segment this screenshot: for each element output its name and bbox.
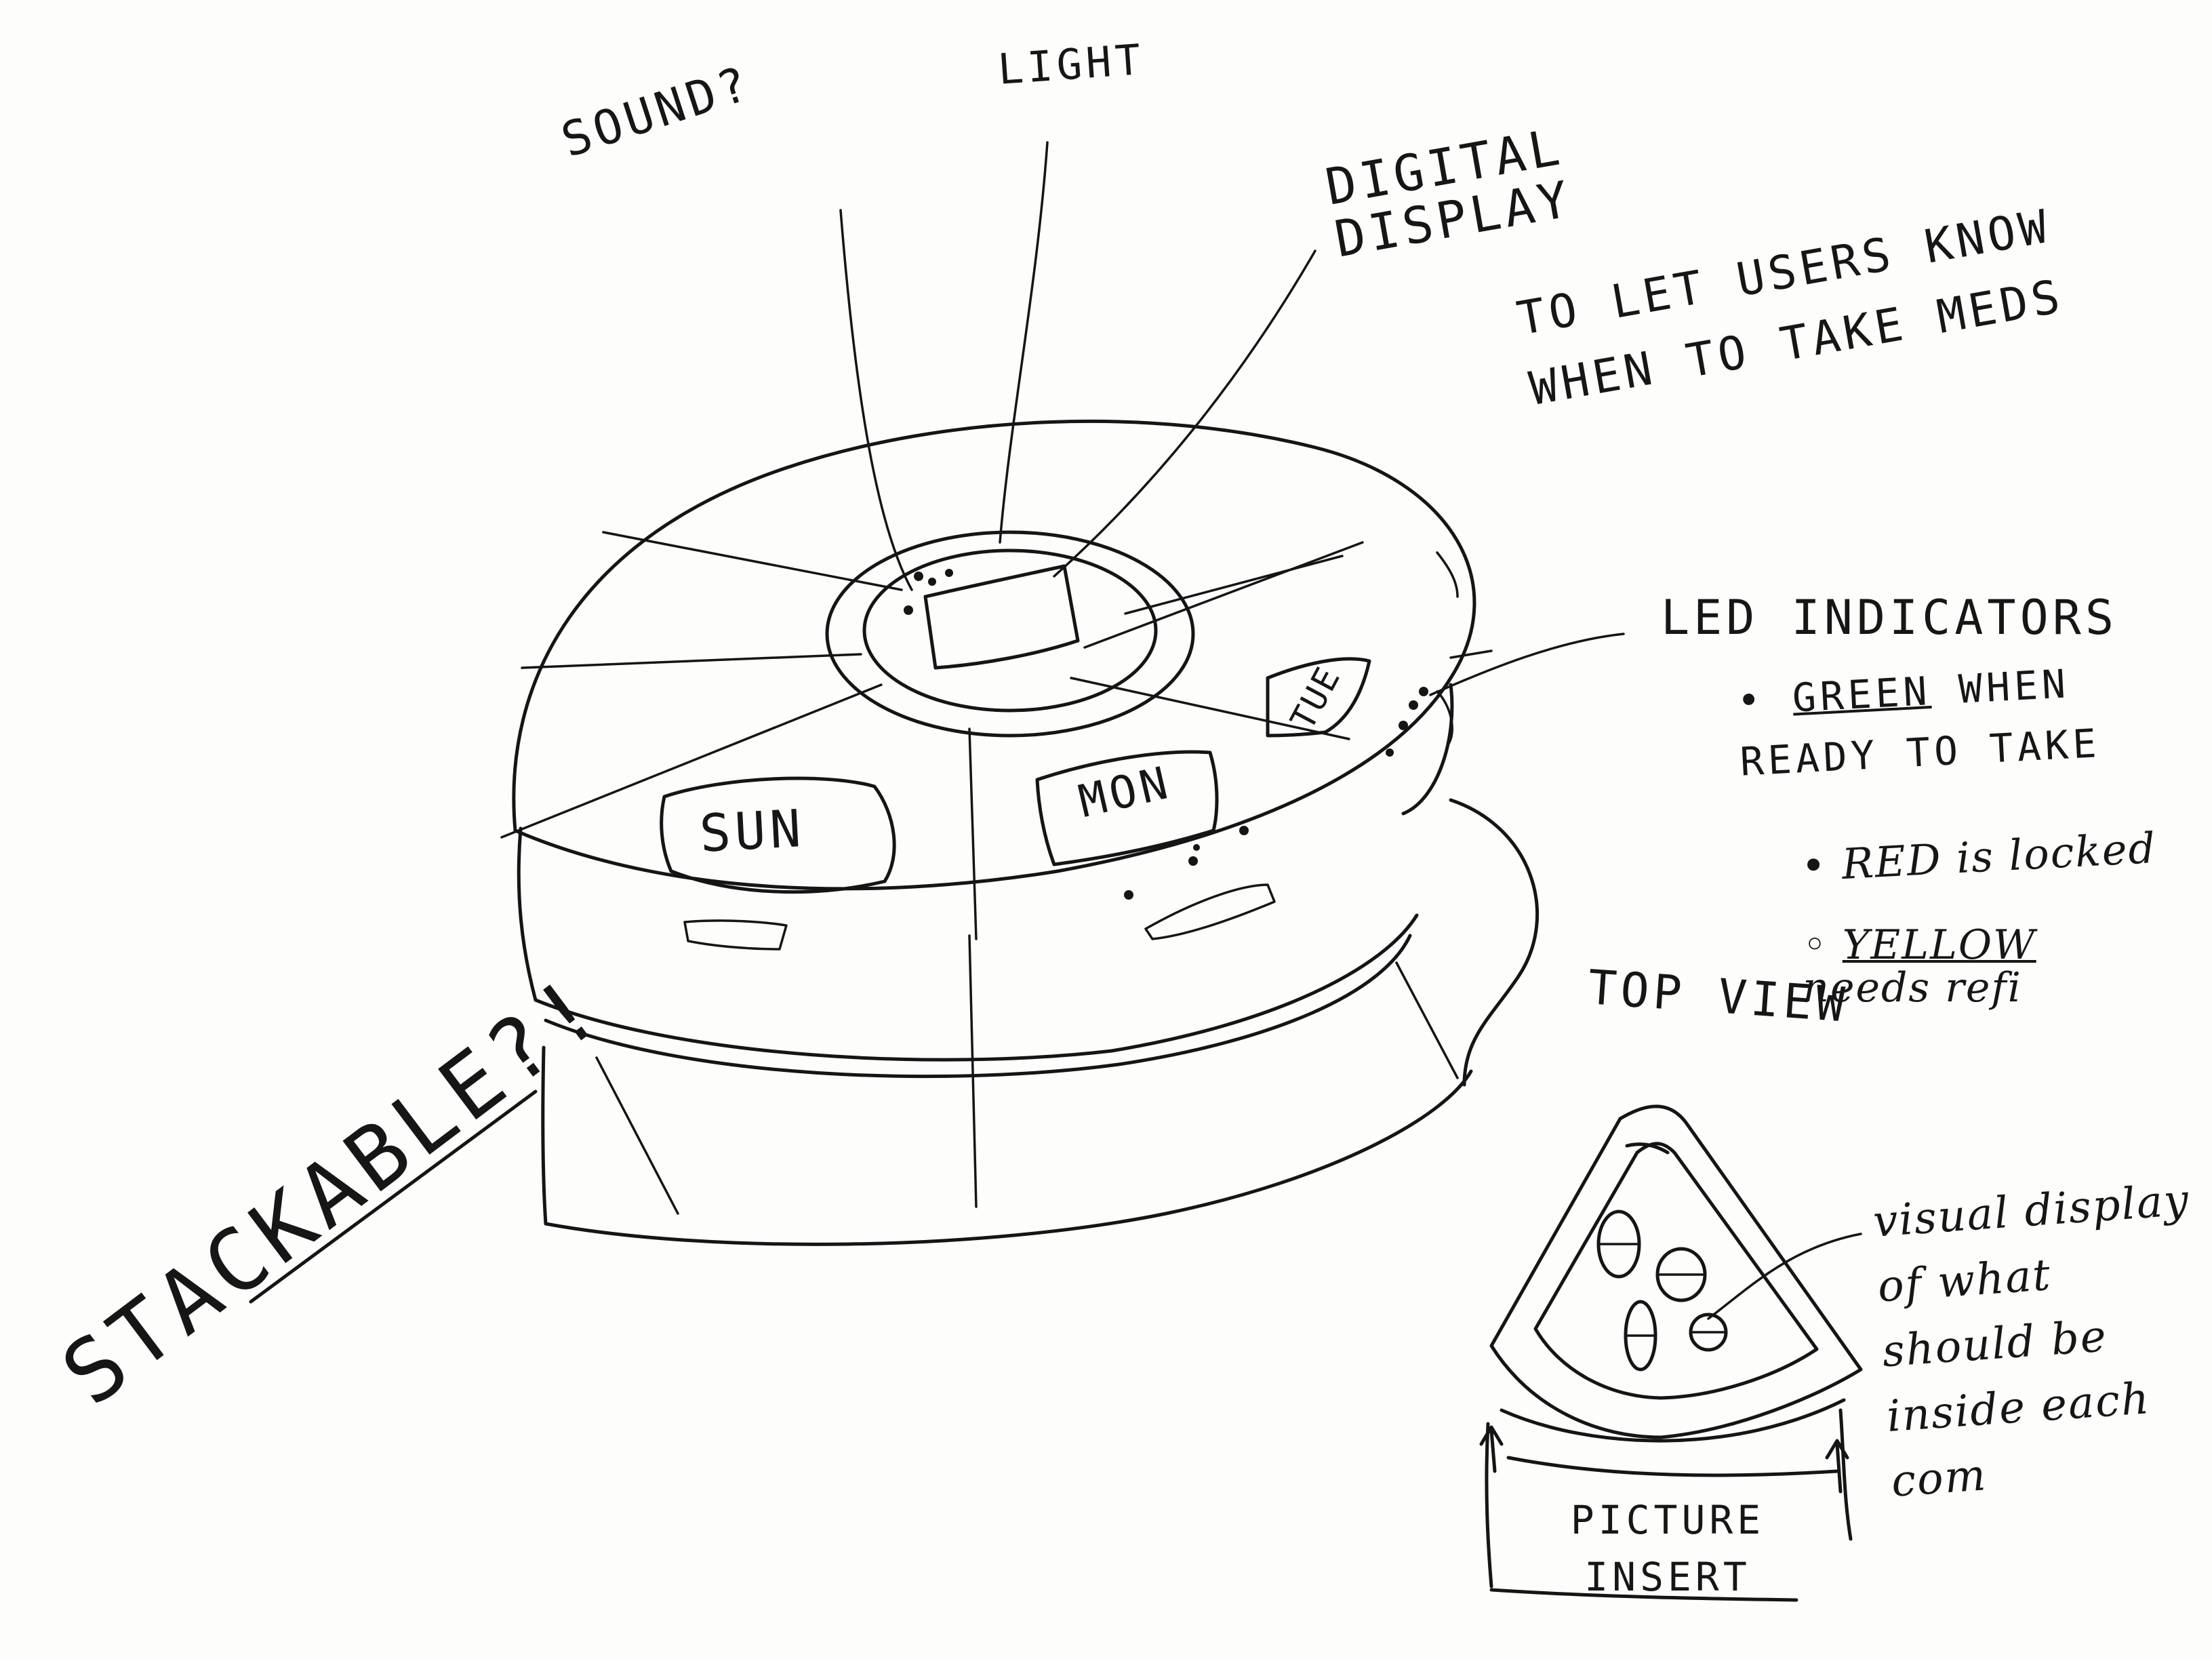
rear-latch xyxy=(1436,551,1459,598)
hub-inner-ring xyxy=(862,548,1158,713)
sun-day-label: SUN xyxy=(698,797,807,864)
lid-divider-6 xyxy=(1124,555,1344,615)
tue-latch xyxy=(1436,690,1453,747)
pill-1 xyxy=(1596,1210,1641,1279)
led-dot-mon-4 xyxy=(1193,844,1200,851)
upper-body-left-side xyxy=(517,826,538,1002)
lower-body-left-side xyxy=(541,1045,548,1226)
right-arrow xyxy=(1825,1439,1849,1494)
lid-top-outline xyxy=(512,419,1476,891)
hub-outer-ring xyxy=(825,530,1195,738)
light-dot-1 xyxy=(914,572,923,581)
digital-display-screen xyxy=(923,564,1080,670)
upper-body-bottom-edge xyxy=(534,913,1419,1062)
wedge-base-bottom xyxy=(1489,1588,1798,1602)
left-leader-stackable xyxy=(249,1090,538,1304)
led-dot-tue-4 xyxy=(1386,748,1394,757)
lid-divider-3 xyxy=(521,653,862,669)
light-label: LIGHT xyxy=(996,34,1146,94)
visual-display-leader xyxy=(1707,1233,1862,1320)
mon-plate xyxy=(1035,750,1219,866)
pill-3 xyxy=(1624,1300,1657,1372)
pill-4 xyxy=(1689,1313,1728,1352)
light-dot-3 xyxy=(945,569,953,577)
led-yellow-rest: needs refi xyxy=(1803,964,2022,1012)
sun-latch xyxy=(683,919,788,951)
lid-divider-2 xyxy=(1070,677,1350,740)
led-dot-tue-1 xyxy=(1409,700,1418,710)
side-divider-2 xyxy=(595,1056,679,1215)
visual-display-label: visual display of what should be inside … xyxy=(1871,1175,2192,1507)
sun-plate xyxy=(660,776,896,894)
wedge-inner xyxy=(1533,1142,1819,1400)
led-dot-mon-3 xyxy=(1124,890,1133,900)
light-dot-4 xyxy=(904,605,913,615)
light-dot-2 xyxy=(928,578,936,586)
wedge-base-left xyxy=(1485,1422,1493,1588)
led-dot-mon-1 xyxy=(1239,826,1249,835)
led-leader-tick xyxy=(1449,649,1493,659)
sound-leader xyxy=(839,209,913,591)
led-indicators-title: LED INDICATORS xyxy=(1661,590,2118,645)
led-green-word: GREEN xyxy=(1791,667,1933,721)
mon-latch xyxy=(1144,883,1276,940)
light-leader xyxy=(999,141,1049,544)
led-dot-mon-2 xyxy=(1188,856,1198,866)
wedge-base-top xyxy=(1500,1398,1846,1443)
side-divider-1 xyxy=(968,934,978,1208)
led-dot-tue-2 xyxy=(1419,687,1428,696)
wedge-top-tick xyxy=(1625,1142,1670,1155)
led-yellow-item: ◦ YELLOW needs refi xyxy=(1746,881,2036,1052)
side-divider-3 xyxy=(1395,961,1459,1079)
digital-display-leader xyxy=(1053,249,1316,578)
rear-stack-arc xyxy=(1449,798,1540,1087)
led-dot-tue-3 xyxy=(1399,721,1408,730)
upper-body-right-side xyxy=(1401,683,1454,816)
picture-insert-label: PICTURE INSERT xyxy=(1570,1497,1765,1601)
lid-divider-5 xyxy=(500,683,883,839)
left-arrow xyxy=(1479,1425,1504,1473)
led-yellow-word: YELLOW xyxy=(1842,921,2036,969)
wedge-base-right xyxy=(1838,1408,1853,1541)
led-leader xyxy=(1429,633,1625,696)
wedge-insert-line xyxy=(1506,1456,1839,1477)
lid-divider-7 xyxy=(968,727,978,940)
tue-plate xyxy=(1266,657,1371,738)
led-yellow-bullet: ◦ xyxy=(1803,921,1843,969)
lower-body-bottom-edge xyxy=(544,1069,1473,1246)
pill-2 xyxy=(1655,1247,1707,1302)
led-red-text: RED is locked xyxy=(1841,822,2158,890)
led-green-item: • GREEN WHEN READY TO TAKE xyxy=(1735,649,2175,793)
lid-divider-1 xyxy=(602,531,903,591)
lower-body-top-edge xyxy=(544,934,1412,1079)
led-green-bullet: • xyxy=(1735,675,1794,724)
wedge-outer xyxy=(1489,1104,1863,1439)
lid-divider-4 xyxy=(1083,541,1364,649)
